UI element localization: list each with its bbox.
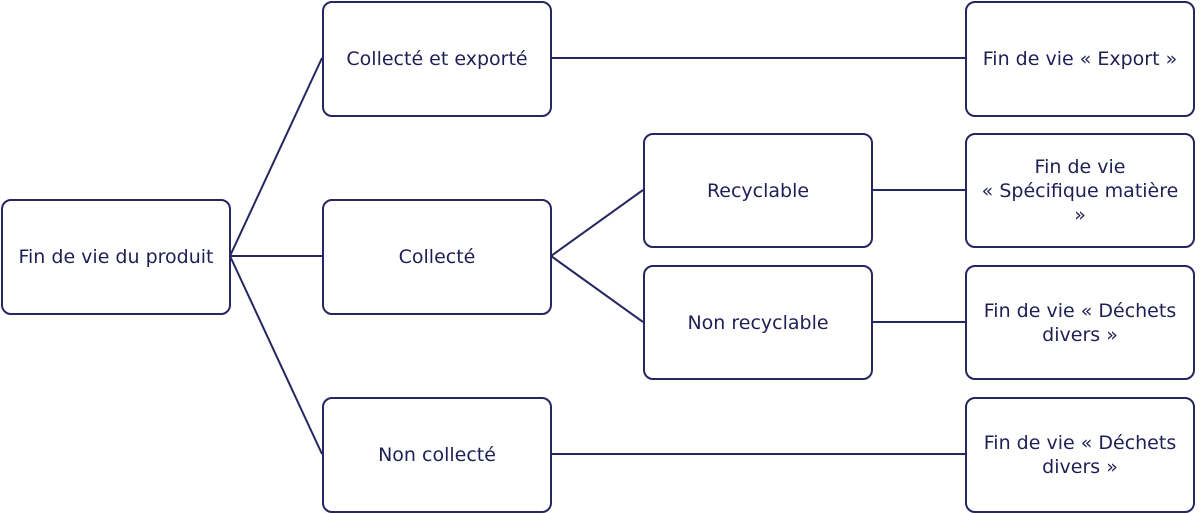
node-collected-exported-label: Collecté et exporté [346, 48, 528, 70]
connector-root-to-not-collected [229, 255, 323, 455]
node-root-label: Fin de vie du produit [18, 246, 214, 268]
connector-root-to-collected-exported [229, 57, 323, 257]
node-root: Fin de vie du produit [1, 199, 231, 315]
node-recyclable-label: Recyclable [706, 179, 810, 202]
node-end-waste-2: Fin de vie « Déchets divers » [965, 397, 1195, 513]
node-end-waste-2-label: Fin de vie « Déchets divers » [983, 432, 1177, 478]
node-end-material: Fin de vie « Spécifique matière » [965, 133, 1195, 248]
node-end-material-label: Fin de vie « Spécifique matière » [981, 155, 1179, 226]
node-non-recyclable: Non recyclable [643, 265, 873, 380]
connector-collected-to-recyclable [550, 189, 644, 257]
node-collected-label: Collecté [398, 246, 476, 268]
node-not-collected-label: Non collecté [378, 444, 496, 466]
node-non-recyclable-label: Non recyclable [687, 311, 829, 334]
node-not-collected: Non collecté [322, 397, 552, 513]
node-end-waste-1: Fin de vie « Déchets divers » [965, 265, 1195, 380]
connector-collected-to-non-recyclable [550, 255, 644, 323]
node-collected: Collecté [322, 199, 552, 315]
node-recyclable: Recyclable [643, 133, 873, 248]
node-collected-exported: Collecté et exporté [322, 1, 552, 117]
node-end-export: Fin de vie « Export » [965, 1, 1195, 117]
node-end-waste-1-label: Fin de vie « Déchets divers » [983, 299, 1177, 346]
node-end-export-label: Fin de vie « Export » [982, 48, 1178, 70]
